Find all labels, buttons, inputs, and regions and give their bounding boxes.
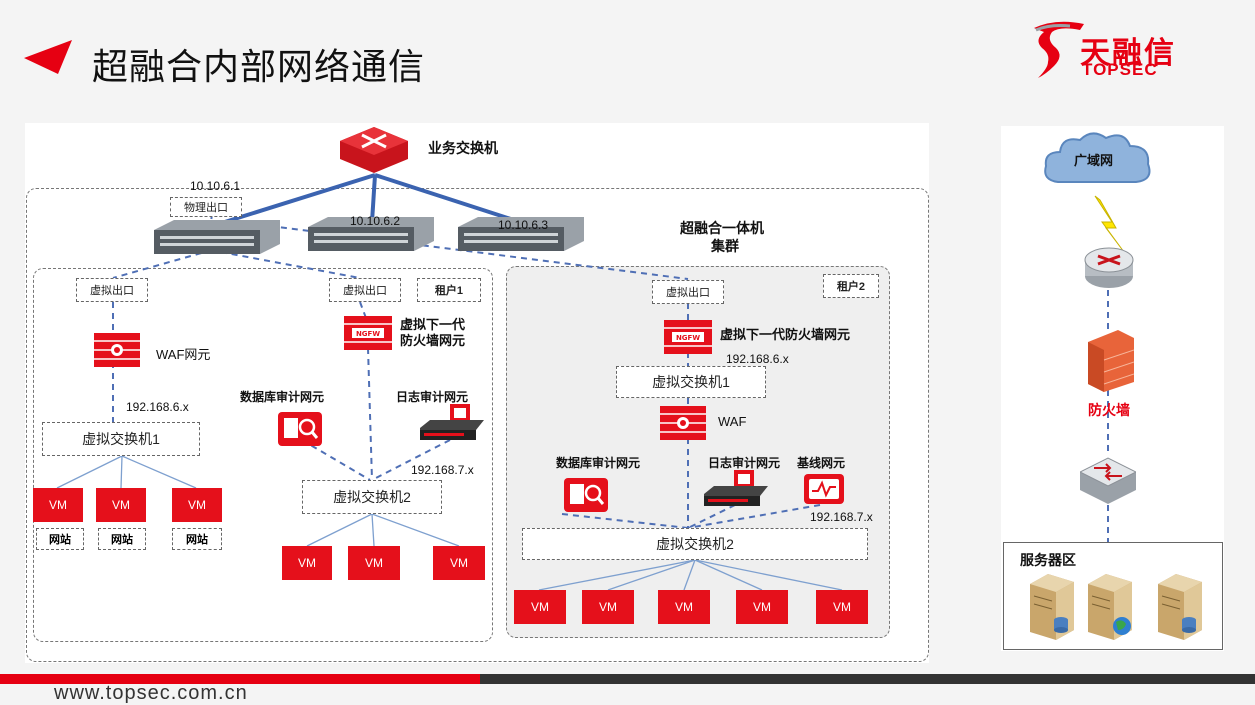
tenant1-vswitch2-label: 虚拟交换机2 xyxy=(333,489,411,505)
server-zone-label: 服务器区 xyxy=(1020,552,1076,568)
cluster-label-line2: 集群 xyxy=(711,238,739,254)
tenant2-vswitch2-label: 虚拟交换机2 xyxy=(656,536,734,552)
tenant2-vm: VM xyxy=(514,590,566,624)
tenant1-vm: VM xyxy=(348,546,400,580)
firewall-icon xyxy=(1088,330,1134,392)
tenant2-baseline-icon xyxy=(804,474,844,504)
footer-bar-red xyxy=(0,674,480,684)
tenant2-db-audit-label: 数据库审计网元 xyxy=(556,456,641,470)
tenant2-vm: VM xyxy=(658,590,710,624)
page-title: 超融合内部网络通信 xyxy=(92,47,426,88)
tenant2-waf-icon xyxy=(660,406,706,440)
tenant1-vm: VM xyxy=(33,488,83,522)
server3-ip: 10.10.6.3 xyxy=(498,218,549,232)
wan-label: 广域网 xyxy=(1074,153,1114,168)
database-server-icon xyxy=(1158,574,1202,640)
tenant1-site: 网站 xyxy=(36,528,84,550)
footer-bar-dark xyxy=(480,674,1255,684)
server3-icon xyxy=(458,217,584,251)
svg-text:NGFW: NGFW xyxy=(356,330,380,338)
tenant1-waf-label: WAF网元 xyxy=(156,347,211,362)
tenant1-vm: VM xyxy=(433,546,485,580)
tenant1-vout-left: 虚拟出口 xyxy=(76,278,148,302)
tenant1-name: 租户1 xyxy=(434,285,464,297)
tenant1-boundary xyxy=(33,268,493,642)
tenant2-db-audit-icon xyxy=(564,478,608,512)
tenant2-vswitch1: 虚拟交换机1 xyxy=(616,366,766,398)
tenant2-vout: 虚拟出口 xyxy=(652,280,724,304)
tenant2-vm: VM xyxy=(816,590,868,624)
tenant2-name-box: 租户2 xyxy=(823,274,879,298)
tenant2-ngfw-icon: NGFW xyxy=(664,320,712,354)
tenant2-ip7: 192.168.7.x xyxy=(810,510,873,524)
tenant1-site: 网站 xyxy=(172,528,222,550)
router-icon xyxy=(1084,247,1134,288)
svg-text:NGFW: NGFW xyxy=(676,334,700,342)
tenant1-ip6: 192.168.6.x xyxy=(126,400,189,414)
tenant1-ngfw-icon: NGFW xyxy=(344,316,392,350)
physical-out-label: 物理出口 xyxy=(184,202,228,214)
physical-out-box: 物理出口 xyxy=(170,197,242,217)
tenant2-ngfw-label: 虚拟下一代防火墙网元 xyxy=(720,327,851,342)
tenant1-vswitch1: 虚拟交换机1 xyxy=(42,422,200,456)
tenant1-vswitch1-label: 虚拟交换机1 xyxy=(82,431,160,447)
cluster-boundary xyxy=(26,188,929,662)
tenant2-name: 租户2 xyxy=(836,281,866,293)
tenant2-vswitch1-label: 虚拟交换机1 xyxy=(652,374,730,390)
tenant1-vm: VM xyxy=(172,488,222,522)
tenant1-vout-right-label: 虚拟出口 xyxy=(343,285,387,297)
tenant2-log-audit-icon xyxy=(704,470,768,506)
business-switch-icon xyxy=(340,127,408,173)
tenant1-log-audit-label: 日志审计网元 xyxy=(396,390,469,404)
tenant1-ngfw-label-line1: 虚拟下一代 xyxy=(400,317,466,332)
tenant2-ip6: 192.168.6.x xyxy=(726,352,789,366)
footer-url: www.topsec.com.cn xyxy=(54,682,248,704)
tenant1-db-audit-label: 数据库审计网元 xyxy=(240,390,325,404)
logo-name-en: TOPSEC xyxy=(1082,60,1158,79)
tenant2-vswitch2: 虚拟交换机2 xyxy=(522,528,868,560)
tenant1-db-audit-icon xyxy=(278,412,322,446)
tenant2-vout-label: 虚拟出口 xyxy=(666,287,710,299)
logo-name-cn: 天融信 xyxy=(1080,37,1176,70)
wan-cloud-icon xyxy=(1044,132,1151,183)
server1-ip: 10.10.6.1 xyxy=(190,179,241,193)
tenant1-ngfw-label-line2: 防火墙网元 xyxy=(400,333,466,348)
tenant1-log-audit-icon xyxy=(420,404,484,440)
tenant1-vm: VM xyxy=(96,488,146,522)
tenant2-waf-label: WAF xyxy=(718,414,747,429)
tenant2-baseline-label: 基线网元 xyxy=(797,456,846,470)
tenant1-vout-left-label: 虚拟出口 xyxy=(90,285,134,297)
database-server-icon xyxy=(1030,574,1074,640)
tenant1-waf-icon xyxy=(94,333,140,367)
cluster-label-line1: 超融合一体机 xyxy=(680,220,764,236)
server1-icon xyxy=(154,220,280,254)
tenant1-site: 网站 xyxy=(98,528,146,550)
network-switch-icon xyxy=(1080,457,1136,504)
server2-icon xyxy=(308,217,434,251)
tenant1-vm: VM xyxy=(282,546,332,580)
topsec-logo-icon xyxy=(1034,21,1084,78)
server2-ip: 10.10.6.2 xyxy=(350,214,401,228)
tenant1-vswitch2: 虚拟交换机2 xyxy=(302,480,442,514)
tenant1-ip7: 192.168.7.x xyxy=(411,463,474,477)
business-switch-label: 业务交换机 xyxy=(428,140,498,156)
tenant2-vm: VM xyxy=(582,590,634,624)
tenant2-log-audit-label: 日志审计网元 xyxy=(708,456,781,470)
tenant1-name-box: 租户1 xyxy=(417,278,481,302)
tenant2-vm: VM xyxy=(736,590,788,624)
title-arrow-icon xyxy=(24,40,72,74)
firewall-label: 防火墙 xyxy=(1088,402,1130,418)
web-server-icon xyxy=(1088,574,1132,640)
tenant1-vout-right: 虚拟出口 xyxy=(329,278,401,302)
